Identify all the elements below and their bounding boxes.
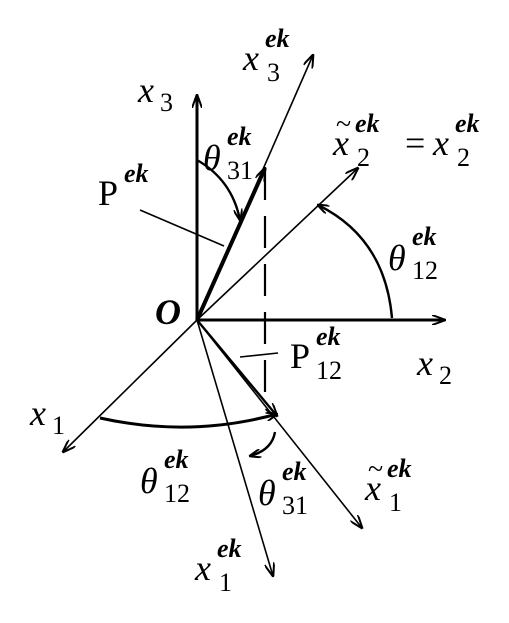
x1tilde-label: ~ x ek 1 <box>365 454 412 517</box>
x1-axis <box>63 319 198 452</box>
theta12-bottom-label: θ ek 12 <box>140 445 190 508</box>
x2ek-axis <box>196 168 358 321</box>
x1ek-axis <box>196 319 273 576</box>
x2-label: x 2 <box>417 343 452 390</box>
x1ek-label: x ek 1 <box>195 534 242 597</box>
p12-leader-line <box>239 352 279 358</box>
x3-label: x 3 <box>138 70 173 117</box>
origin-label: O <box>155 292 181 332</box>
x2ek-label: ~ x ek 2 = x ek 2 <box>333 109 480 172</box>
p12-label: P ek 12 <box>290 322 342 385</box>
arc-theta12-bottom <box>99 414 277 429</box>
p12-vector <box>196 319 277 416</box>
p-vector <box>195 168 267 321</box>
arc-theta31-top <box>196 158 240 220</box>
x3ek-label: x ek 3 <box>243 24 290 87</box>
theta31-bottom-label: θ ek 31 <box>258 457 308 520</box>
theta12-right-label: θ ek 12 <box>388 222 438 285</box>
theta31-top-label: θ ek 31 <box>203 122 253 185</box>
p-leader-line <box>139 209 225 247</box>
arc-theta31-bottom <box>250 431 277 456</box>
x1-label: x 1 <box>30 393 65 440</box>
p-label: P ek <box>98 159 149 213</box>
arc-theta12-right <box>318 205 394 319</box>
